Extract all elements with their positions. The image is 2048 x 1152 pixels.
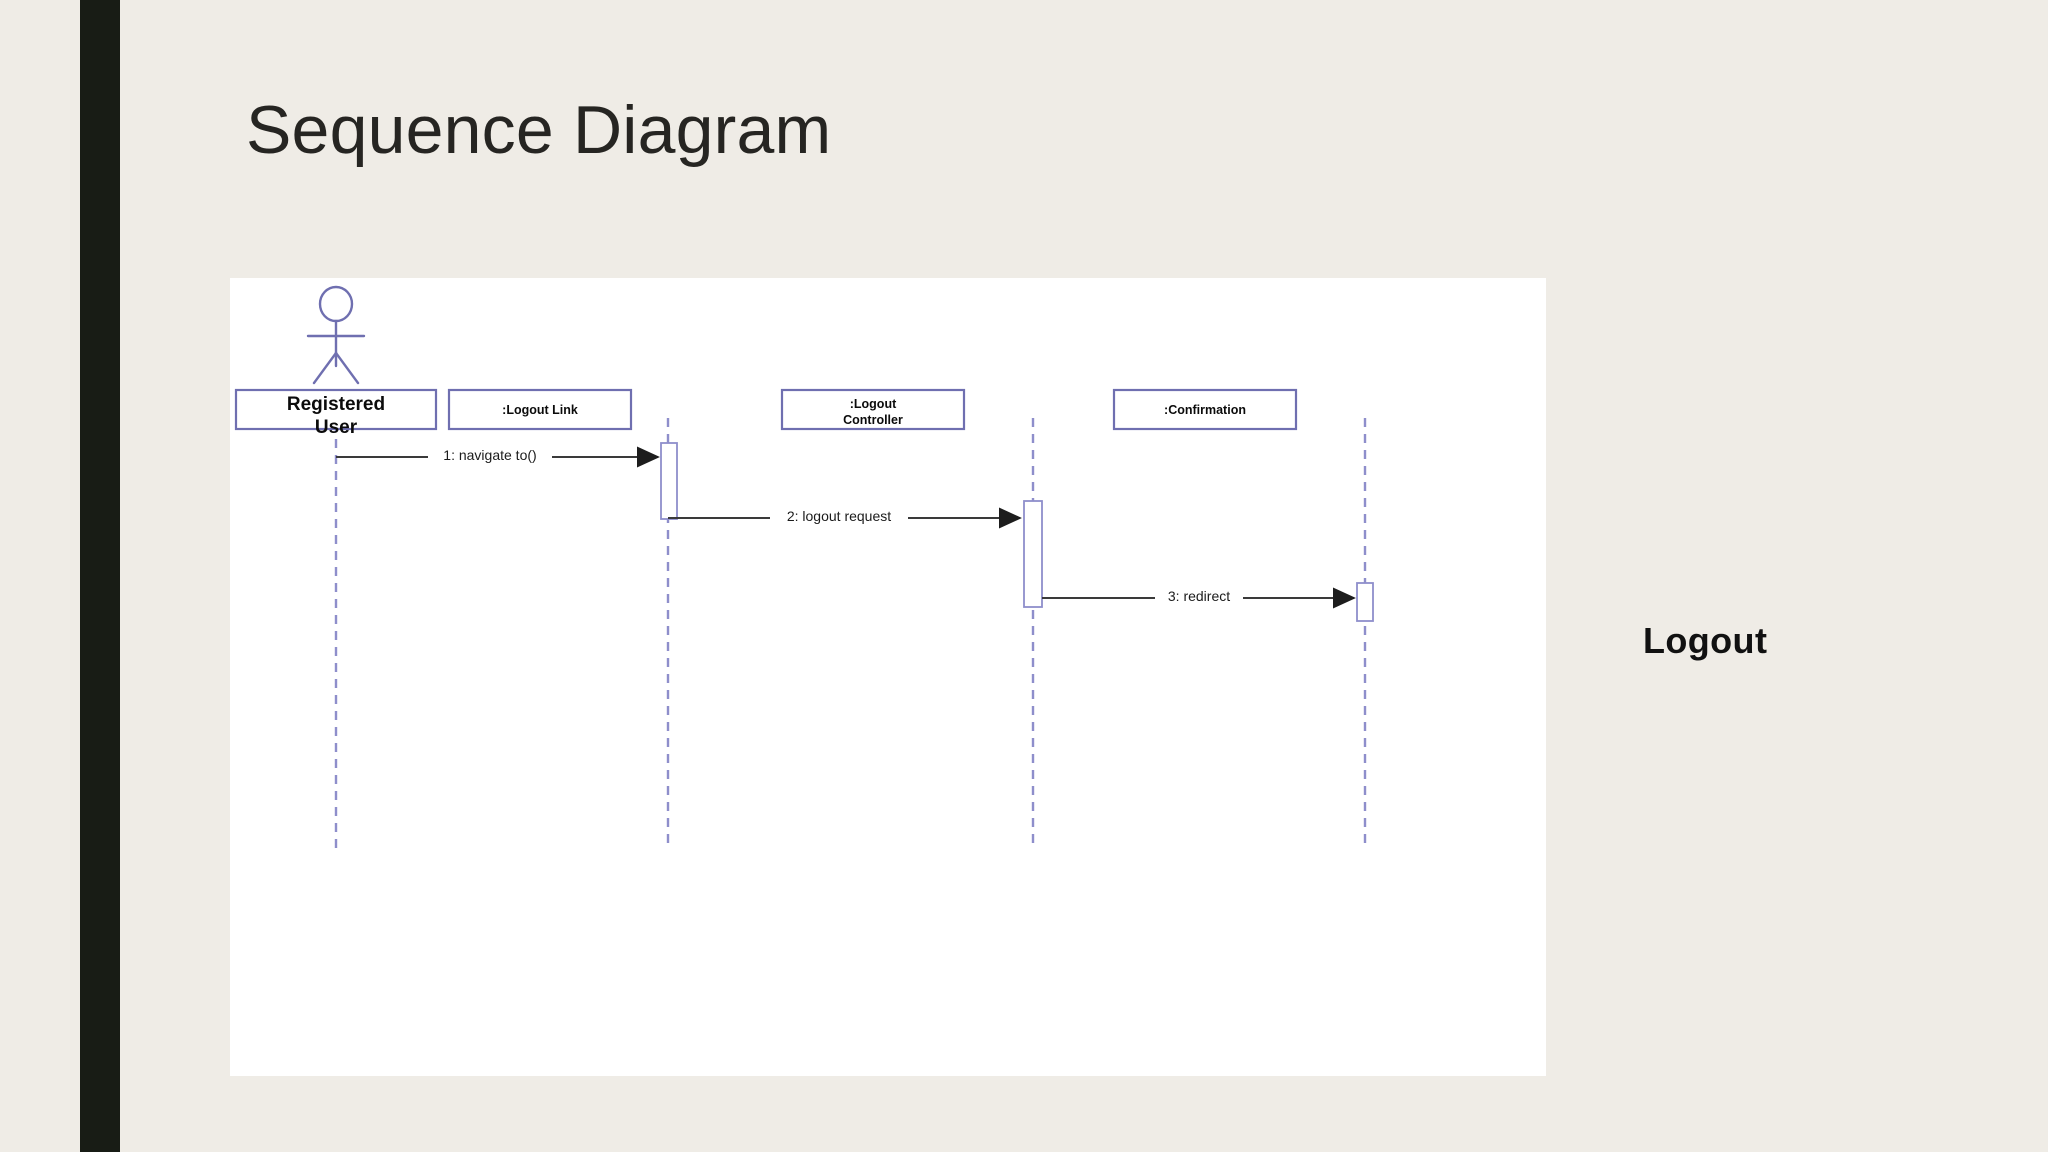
sequence-diagram-panel: Registered User :Logout Link :Logout Con…	[230, 278, 1546, 1076]
participant-label-logout-controller-line2: Controller	[843, 413, 903, 427]
participant-label-logout-link: :Logout Link	[502, 403, 578, 417]
activation-bar-confirmation	[1356, 582, 1374, 622]
participant-box-confirmation[interactable]	[1112, 388, 1298, 431]
participant-box-logout-controller[interactable]	[780, 388, 966, 431]
message-3-label-backdrop	[1155, 587, 1243, 605]
message-1[interactable]: 1: navigate to()	[336, 446, 660, 468]
activation-bar-logout-controller	[1023, 500, 1043, 608]
message-2-label: 2: logout request	[787, 508, 891, 524]
participant-label-registered-user-line1: Registered	[287, 394, 385, 415]
sequence-diagram-svg: Registered User :Logout Link :Logout Con…	[234, 285, 1374, 850]
registered-user-actor-icon	[306, 285, 366, 385]
message-1-label-backdrop	[428, 446, 552, 464]
participant-label-registered-user-line2: User	[315, 417, 358, 438]
page-title: Sequence Diagram	[246, 92, 832, 168]
message-2[interactable]: 2: logout request	[668, 507, 1022, 529]
participant-box-registered-user[interactable]	[234, 388, 438, 431]
message-1-label: 1: navigate to()	[443, 447, 536, 463]
side-caption: Logout	[1643, 620, 1768, 661]
message-3[interactable]: 3: redirect	[1042, 587, 1356, 609]
participant-label-logout-controller-line1: :Logout	[850, 397, 897, 411]
activation-bar-logout-link	[660, 442, 678, 520]
participant-box-logout-link[interactable]	[447, 388, 633, 431]
accent-bar	[80, 0, 120, 1152]
message-3-label: 3: redirect	[1168, 588, 1230, 604]
participant-label-confirmation: :Confirmation	[1164, 403, 1246, 417]
message-2-label-backdrop	[770, 507, 908, 525]
